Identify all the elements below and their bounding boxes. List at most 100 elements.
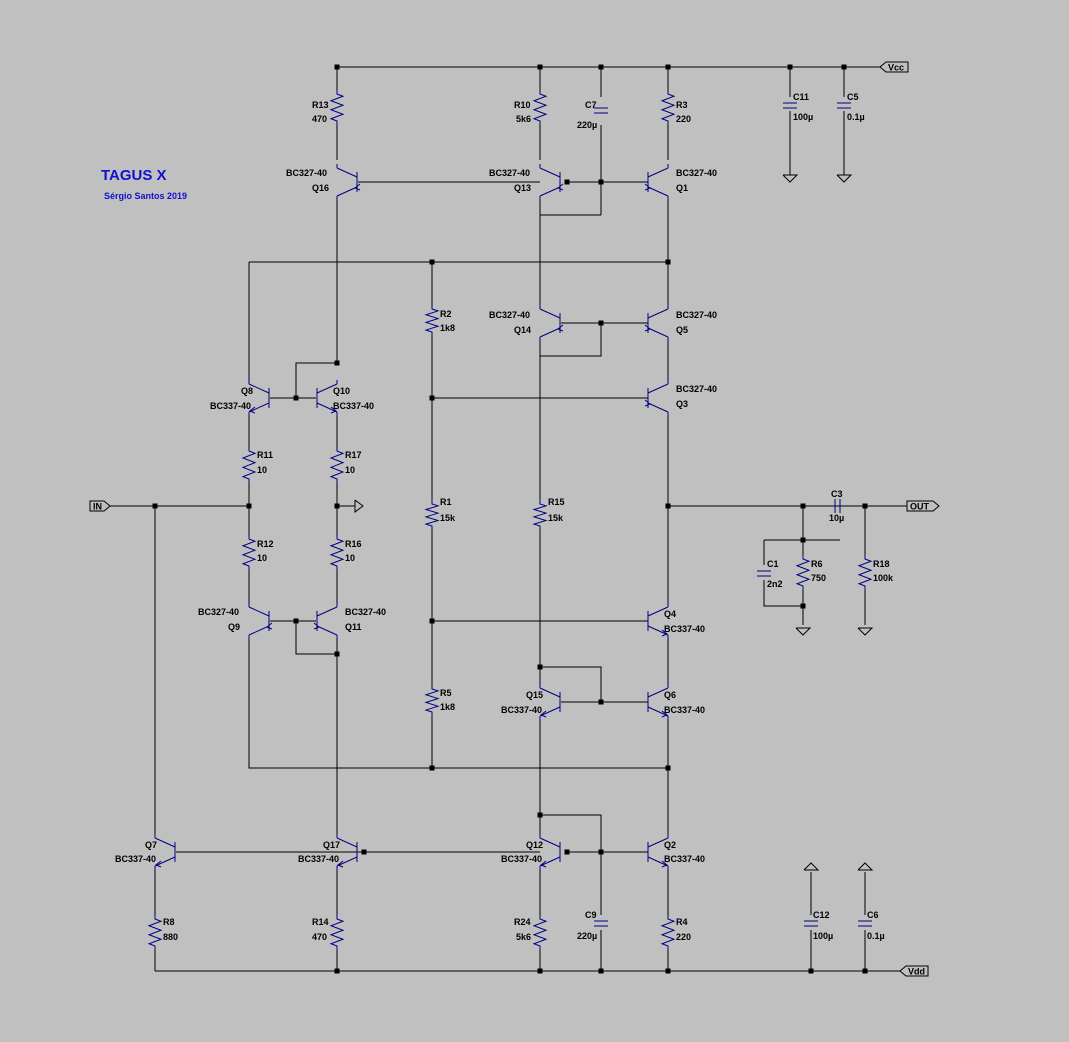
junction-dot (800, 503, 806, 509)
junction-dot (293, 395, 299, 401)
r17-value-label: 10 (345, 465, 355, 475)
c11-value-label: 100µ (793, 112, 813, 122)
q5-transistor (644, 305, 669, 341)
q11-ref-label: Q11 (345, 622, 362, 632)
q17-value-label: BC337-40 (298, 854, 339, 864)
q12-value-label: BC337-40 (501, 854, 542, 864)
r1-value-label: 15k (440, 513, 456, 523)
q3-value-label: BC327-40 (676, 384, 717, 394)
r24-value-label: 5k6 (516, 932, 531, 942)
r10-value-label: 5k6 (516, 114, 531, 124)
r11-resistor (241, 447, 257, 483)
r15-resistor (532, 500, 548, 530)
q7-ref-label: Q7 (145, 840, 157, 850)
q15-transistor (539, 684, 561, 720)
q11-transistor (313, 603, 338, 639)
c5-value-label: 0.1µ (847, 112, 865, 122)
q5-value-label: BC327-40 (676, 310, 717, 320)
vdd-flag: Vdd (899, 965, 929, 977)
q9-value-label: BC327-40 (198, 607, 239, 617)
junction-dot (334, 968, 340, 974)
c5-ref-label: C5 (847, 92, 859, 102)
r13-resistor (329, 90, 345, 125)
junction-dot (800, 603, 806, 609)
out-flag: OUT (906, 500, 940, 512)
r13-ref-label: R13 (312, 100, 329, 110)
junction-dot (665, 765, 671, 771)
r17-resistor (329, 447, 345, 483)
q2-transistor (647, 834, 669, 870)
r3-value-label: 220 (676, 114, 691, 124)
r6-ref-label: R6 (811, 559, 823, 569)
junction-dot (598, 64, 604, 70)
c1-ref-label: C1 (767, 559, 779, 569)
schematic-author: Sérgio Santos 2019 (104, 191, 187, 201)
junction-dot (429, 618, 435, 624)
schematic-title: TAGUS X (101, 167, 167, 184)
junction-dot (665, 64, 671, 70)
r8-ref-label: R8 (163, 917, 175, 927)
q14-ref-label: Q14 (514, 325, 531, 335)
r15-ref-label: R15 (548, 497, 565, 507)
r4-value-label: 220 (676, 932, 691, 942)
r12-ref-label: R12 (257, 539, 274, 549)
q13-transistor (539, 164, 564, 200)
q14-transistor (539, 305, 564, 341)
q14-value-label: BC327-40 (489, 310, 530, 320)
wire (295, 362, 337, 398)
junction-dot (429, 395, 435, 401)
junction-dot (665, 968, 671, 974)
r16-value-label: 10 (345, 553, 355, 563)
q8-transistor (248, 380, 270, 416)
junction-dot (537, 64, 543, 70)
q15-value-label: BC337-40 (501, 705, 542, 715)
reference-arrow-icon (354, 499, 364, 513)
r14-value-label: 470 (312, 932, 327, 942)
junction-dot (665, 259, 671, 265)
junction-dot (537, 664, 543, 670)
q7-transistor (154, 834, 176, 870)
junction-dot (598, 320, 604, 326)
junction-dot (787, 64, 793, 70)
c12-value-label: 100µ (813, 931, 833, 941)
c3-ref-label: C3 (831, 489, 843, 499)
components (147, 90, 874, 950)
c3-value-label: 10µ (829, 513, 844, 523)
q8-value-label: BC337-40 (210, 401, 251, 411)
r8-resistor (147, 915, 163, 950)
component-labels: R13470R105k6C7220µR3220C11100µC50.1µQ16B… (115, 92, 894, 942)
r2-resistor (424, 305, 440, 336)
c11-ground-icon (782, 174, 799, 183)
r24-resistor (532, 915, 548, 950)
junction-dot (598, 699, 604, 705)
vcc-flag-label: Vcc (888, 63, 904, 73)
wire (295, 621, 337, 655)
q12-transistor (539, 834, 561, 870)
q9-transistor (248, 603, 273, 639)
q17-transistor (336, 834, 358, 870)
junctions (152, 64, 868, 974)
r4-ref-label: R4 (676, 917, 688, 927)
junction-dot (862, 503, 868, 509)
r6-ground-icon (795, 627, 812, 636)
q6-ref-label: Q6 (664, 690, 676, 700)
c6-supply-icon (857, 862, 874, 871)
junction-dot (429, 259, 435, 265)
r5-resistor (424, 685, 440, 716)
r8-value-label: 880 (163, 932, 178, 942)
q3-ref-label: Q3 (676, 399, 688, 409)
r18-ref-label: R18 (873, 559, 890, 569)
q6-value-label: BC337-40 (664, 705, 705, 715)
q2-value-label: BC337-40 (664, 854, 705, 864)
junction-dot (564, 179, 570, 185)
r24-ref-label: R24 (514, 917, 531, 927)
junction-dot (862, 968, 868, 974)
c9-ref-label: C9 (585, 910, 597, 920)
r18-value-label: 100k (873, 573, 894, 583)
q13-ref-label: Q13 (514, 183, 531, 193)
r1-resistor (424, 500, 440, 530)
r6-resistor (795, 555, 811, 590)
q1-ref-label: Q1 (676, 183, 688, 193)
q6-transistor (647, 684, 669, 720)
junction-dot (361, 849, 367, 855)
